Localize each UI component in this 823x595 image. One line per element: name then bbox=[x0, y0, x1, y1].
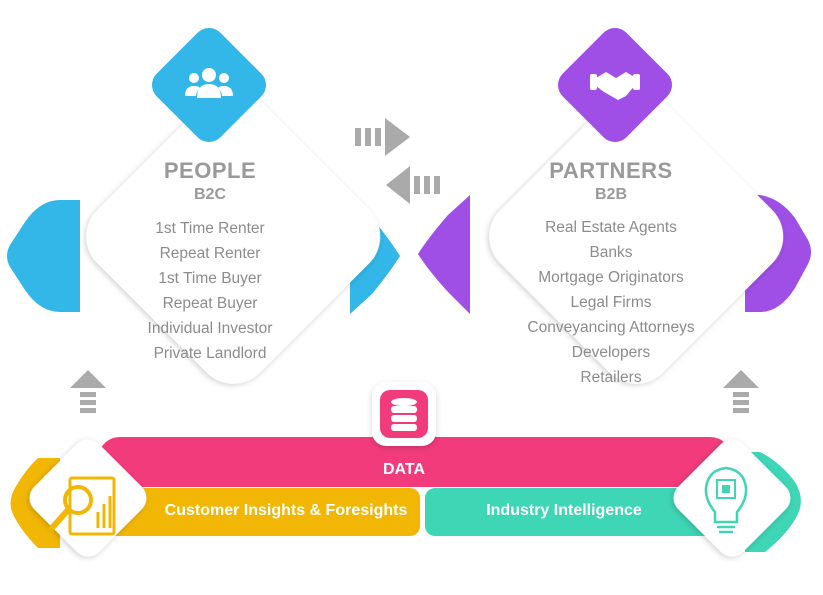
people-subtitle: B2C bbox=[193, 186, 226, 203]
arrow-up-left-icon bbox=[70, 370, 106, 413]
partners-accent-wedge-left bbox=[418, 195, 470, 314]
lightbulb-chip-icon bbox=[704, 466, 748, 534]
arrow-right-icon bbox=[355, 118, 410, 156]
report-magnifier-icon bbox=[49, 476, 116, 536]
list-item: Private Landlord bbox=[153, 345, 267, 362]
list-item: Individual Investor bbox=[147, 320, 273, 337]
list-item: Repeat Renter bbox=[159, 245, 261, 262]
people-accent-wedge bbox=[7, 200, 80, 312]
partners-diamond bbox=[489, 89, 784, 384]
database-icon bbox=[391, 398, 417, 431]
list-item: Real Estate Agents bbox=[545, 219, 677, 236]
list-item: Repeat Buyer bbox=[162, 295, 258, 312]
handshake-icon bbox=[590, 72, 640, 100]
list-item: Conveyancing Attorneys bbox=[527, 319, 695, 336]
insights-diamond bbox=[29, 439, 147, 557]
people-list: 1st Time Renter Repeat Renter 1st Time B… bbox=[100, 216, 320, 366]
list-item: 1st Time Buyer bbox=[158, 270, 262, 287]
people-title: PEOPLE bbox=[163, 158, 257, 183]
arrow-left-icon bbox=[386, 166, 440, 204]
people-group-icon bbox=[185, 68, 233, 98]
list-item: Mortgage Originators bbox=[538, 269, 684, 286]
intelligence-label: Industry Intelligence bbox=[486, 502, 642, 519]
arrow-up-right-icon bbox=[723, 370, 759, 413]
data-label: DATA bbox=[382, 461, 426, 478]
list-item: Retailers bbox=[580, 369, 642, 386]
list-item: Banks bbox=[589, 244, 633, 261]
partners-list: Real Estate Agents Banks Mortgage Origin… bbox=[491, 215, 731, 390]
people-diamond bbox=[86, 89, 381, 384]
insights-bar bbox=[60, 488, 420, 536]
partners-subtitle: B2B bbox=[594, 186, 627, 203]
list-item: 1st Time Renter bbox=[155, 220, 265, 237]
insights-label: Customer Insights & Foresights bbox=[164, 502, 408, 519]
list-item: Developers bbox=[571, 344, 651, 361]
partners-title: PARTNERS bbox=[549, 158, 673, 183]
data-bar bbox=[98, 437, 732, 487]
list-item: Legal Firms bbox=[570, 294, 652, 311]
